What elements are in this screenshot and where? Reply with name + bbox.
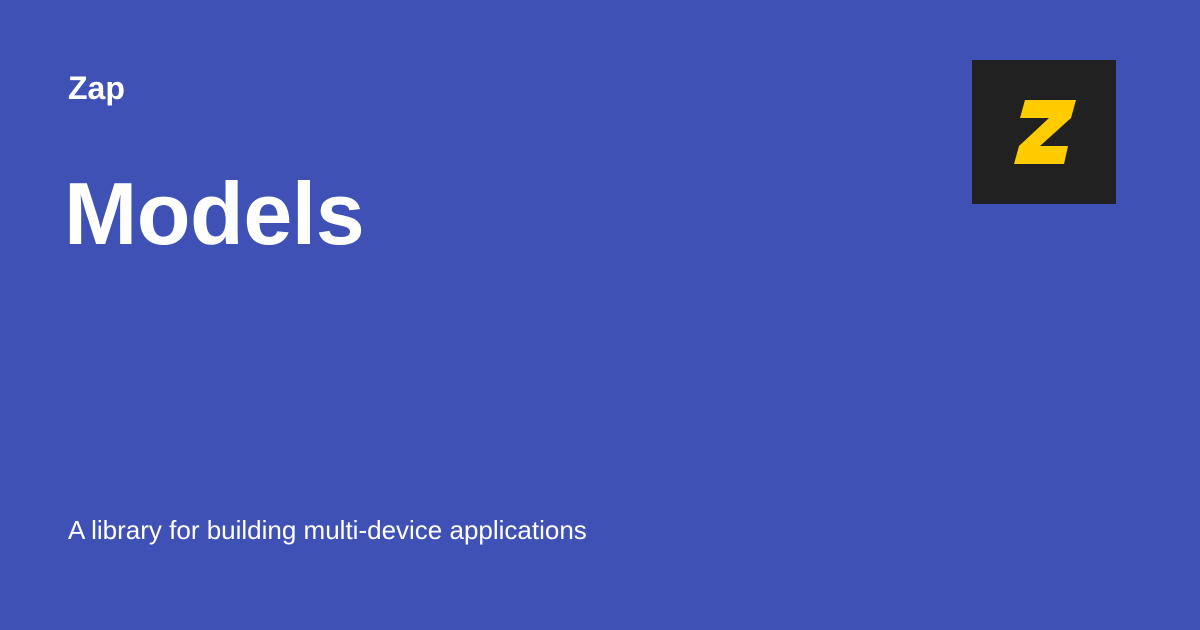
page-description: A library for building multi-device appl… — [68, 515, 587, 545]
zap-logo-svg — [1014, 100, 1076, 164]
site-name: Zap — [68, 70, 125, 106]
zap-logo-z-mark — [1014, 100, 1076, 164]
page-title: Models — [64, 164, 365, 263]
zap-logo-icon — [972, 60, 1116, 204]
